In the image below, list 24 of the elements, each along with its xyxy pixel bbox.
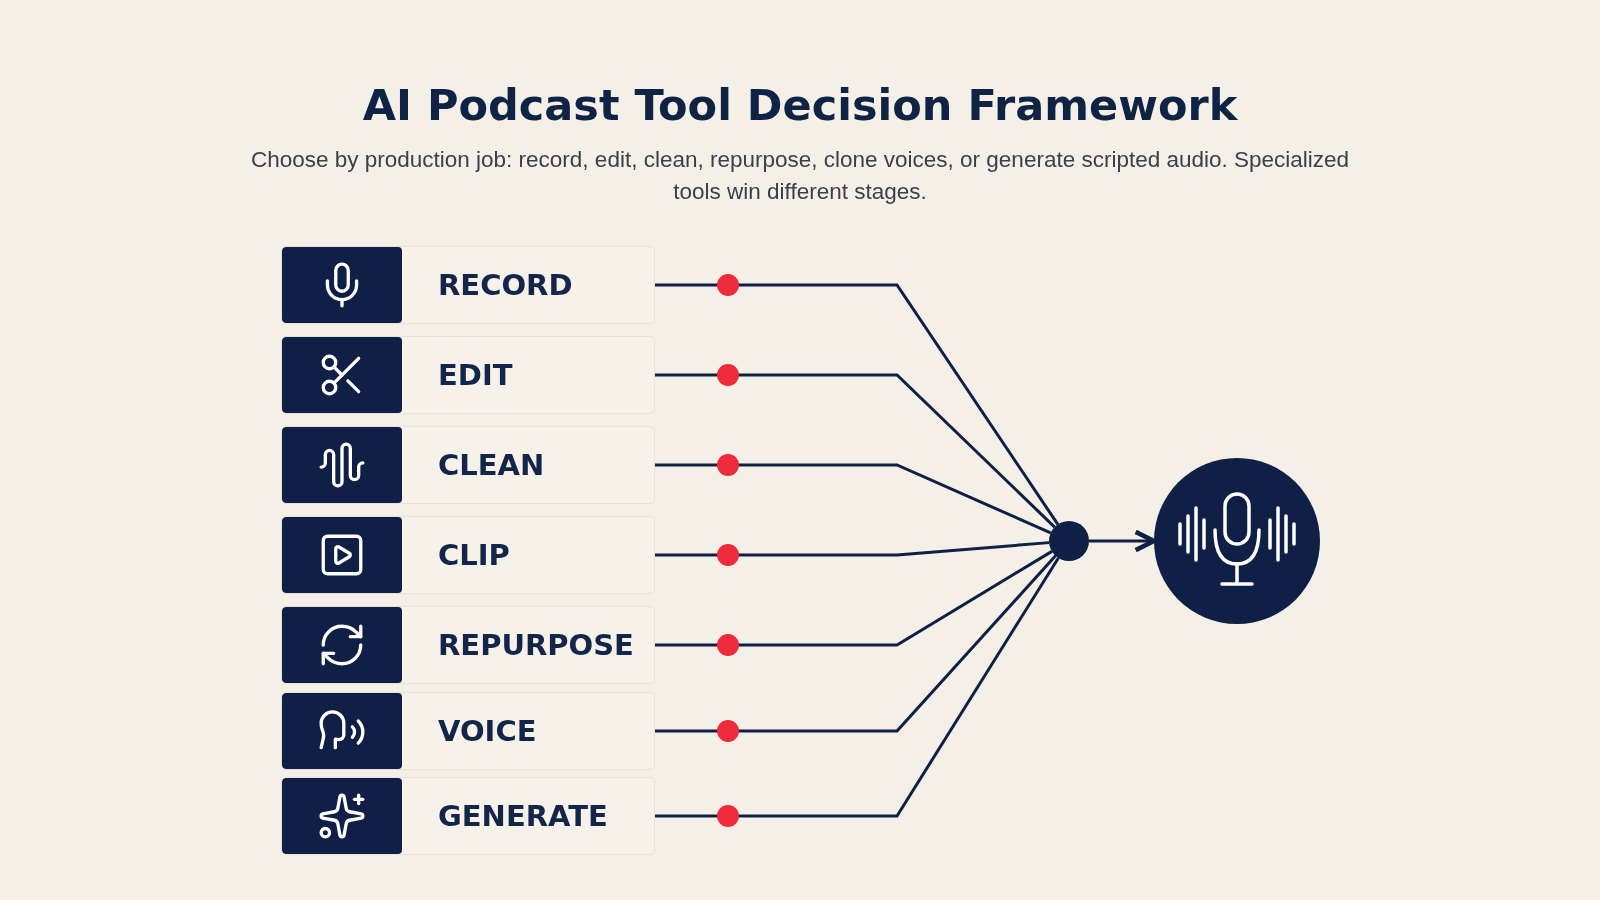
- stage-card: [281, 692, 655, 770]
- stage-label: RECORD: [438, 268, 573, 302]
- connector-line: [655, 463, 1052, 535]
- connector-line: [655, 283, 1060, 526]
- stage-label: REPURPOSE: [438, 628, 634, 662]
- stage-card: [281, 426, 655, 504]
- stage-card: [281, 336, 655, 414]
- stage-card: [281, 606, 655, 684]
- connector-line: [655, 541, 1050, 557]
- stage-label: VOICE: [438, 714, 537, 748]
- stage-card: [281, 777, 655, 855]
- stage-label: CLIP: [438, 538, 510, 572]
- connector-line: [655, 373, 1056, 529]
- stage-label: GENERATE: [438, 799, 608, 833]
- connector-line: [655, 554, 1057, 733]
- hub-dot: [1049, 521, 1089, 561]
- stage-label: EDIT: [438, 358, 513, 392]
- stage-label: CLEAN: [438, 448, 545, 482]
- subtitle: Choose by production job: record, edit, clean, repurpose, clone voices, or generate scripted audio. Specialized tools win different stages.: [250, 146, 1350, 206]
- stage-card: [281, 246, 655, 324]
- stage-card: [281, 516, 655, 594]
- connector-line: [655, 557, 1060, 818]
- connector-line: [655, 550, 1053, 647]
- title: AI Podcast Tool Decision Framework: [361, 80, 1239, 130]
